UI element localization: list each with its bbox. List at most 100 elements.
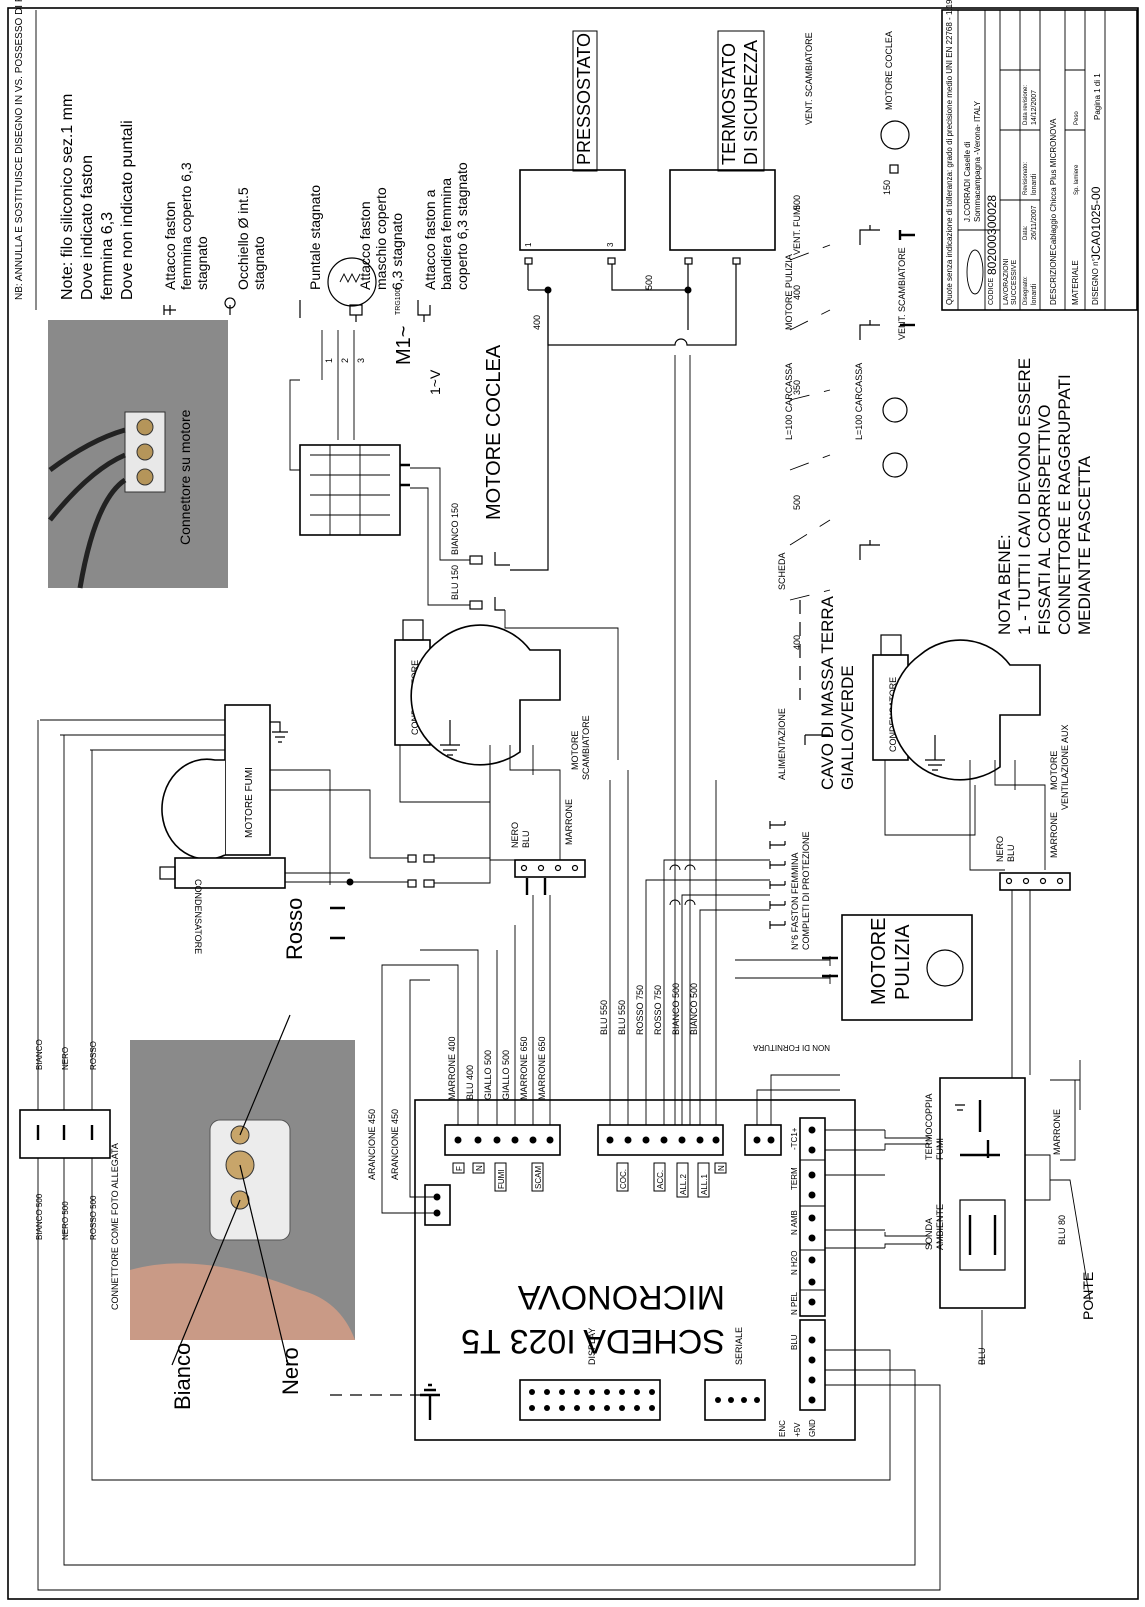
cavo-massa-label: CAVO DI MASSA TERRA GIALLO/VERDE: [818, 595, 857, 790]
motore-fumi-housing: [224, 704, 271, 856]
svg-text:MICRONOVA: MICRONOVA: [518, 1278, 725, 1316]
legend-text: Attacco faston: [162, 201, 178, 290]
legend-text: 6,3 stagnato: [389, 213, 405, 290]
svg-text:Disegnato:: Disegnato:: [1023, 276, 1029, 305]
cable-len: 400: [792, 285, 802, 300]
svg-text:CAVO DI MASSA TERRA: CAVO DI MASSA TERRA: [818, 595, 837, 790]
svg-text:MOTORE: MOTORE: [570, 731, 580, 770]
terminal-label: F: [452, 1162, 465, 1174]
svg-text:26/11/2007: 26/11/2007: [1031, 205, 1038, 240]
svg-text:SONDA: SONDA: [924, 1218, 934, 1250]
terminal-label: BLU: [790, 1334, 799, 1350]
faston-6-group: [769, 821, 786, 929]
svg-text:NOTA BENE:: NOTA BENE:: [995, 534, 1014, 635]
svg-text:LAVORAZIONI: LAVORAZIONI: [1003, 258, 1010, 305]
svg-text:MOTORE FUMI: MOTORE FUMI: [244, 767, 255, 838]
cable-name: VENT. SCAMBIATORE: [897, 247, 907, 340]
svg-text:Nero: Nero: [278, 1347, 303, 1395]
terminal-label: -TC1+: [790, 1127, 799, 1150]
cable-len: 400: [792, 635, 802, 650]
motore-coclea: 1 2 3: [289, 257, 410, 536]
svg-text:SERIALE: SERIALE: [734, 1327, 744, 1365]
motore-scambiatore: [410, 624, 561, 766]
svg-text:SCAM: SCAM: [534, 1166, 543, 1189]
svg-text:FUMI: FUMI: [935, 1138, 945, 1160]
svg-text:14/12/2007: 14/12/2007: [1031, 90, 1038, 125]
svg-text:CONNETTORE COME FOTO ALLEGATA: CONNETTORE COME FOTO ALLEGATA: [110, 1143, 120, 1310]
motore-vent-aux-label: MOTORE VENTILAZIONE AUX: [1049, 724, 1070, 810]
svg-text:NERO: NERO: [61, 1047, 70, 1070]
svg-text:BIANCO: BIANCO: [35, 1039, 44, 1070]
motore-ventilazione-aux: [890, 639, 1041, 781]
title-block: Quote senza indicazione di tolleranza: g…: [941, 0, 1138, 311]
terminal-label: N: [472, 1162, 485, 1174]
svg-text:NERO 500: NERO 500: [61, 1201, 70, 1240]
svg-text:SUCCESSIVE: SUCCESSIVE: [1011, 260, 1018, 305]
svg-text:Sommacampagna -Verona- ITALY: Sommacampagna -Verona- ITALY: [973, 100, 982, 222]
cable-name: MOTORE PULIZIA: [784, 254, 794, 330]
svg-text:MARRONE: MARRONE: [1049, 812, 1059, 858]
motore-fumi-label: MOTORE FUMI: [244, 767, 255, 838]
svg-text:N: N: [475, 1165, 484, 1171]
faston-flag-icon: [417, 300, 431, 322]
termocoppia-relay: [939, 1077, 1026, 1309]
svg-text:ROSSO: ROSSO: [89, 1041, 98, 1070]
wire-label: MARRONE 400: [447, 1036, 457, 1100]
svg-text:VENTILAZIONE AUX: VENTILAZIONE AUX: [1060, 724, 1070, 810]
svg-text:GIALLO/VERDE: GIALLO/VERDE: [838, 665, 857, 790]
legend-text: Attacco faston: [357, 201, 373, 290]
svg-text:AMBIENTE: AMBIENTE: [935, 1204, 945, 1250]
svg-text:MARRONE: MARRONE: [564, 799, 574, 845]
svg-text:SCAMBIATORE: SCAMBIATORE: [581, 715, 591, 780]
svg-text:MOTORE: MOTORE: [1049, 751, 1059, 790]
wire-label: BLU 550: [599, 1000, 609, 1035]
svg-text:J.CORRADI Caselle di: J.CORRADI Caselle di: [963, 141, 972, 222]
ground-icon-fumi: [270, 721, 288, 743]
motore-pulizia: [841, 914, 973, 1021]
svg-text:ALL.1: ALL.1: [700, 1174, 709, 1195]
svg-text:PULIZIA: PULIZIA: [892, 924, 914, 1000]
svg-text:Sp. lamiere: Sp. lamiere: [1074, 164, 1080, 195]
svg-text:NERO: NERO: [995, 836, 1005, 862]
svg-text:ALL.2: ALL.2: [679, 1174, 688, 1195]
board-ground-icon: [420, 1383, 440, 1420]
svg-text:BIANCO 150: BIANCO 150: [450, 503, 460, 555]
svg-text:MATERIALE: MATERIALE: [1071, 260, 1080, 305]
cable-len: 150: [882, 180, 892, 195]
svg-text:DISEGNO n°: DISEGNO n°: [1091, 258, 1100, 305]
svg-text:BLU: BLU: [1006, 844, 1016, 862]
cable-name: VENT. SCAMBIATORE: [804, 32, 814, 125]
svg-text:GND: GND: [808, 1419, 817, 1437]
svg-text:1 - TUTTI I CAVI DEVONO ESSERE: 1 - TUTTI I CAVI DEVONO ESSERE: [1015, 358, 1034, 635]
svg-text:BLU 150: BLU 150: [450, 565, 460, 600]
svg-text:Cablaggio Chicca Plus MICRONOV: Cablaggio Chicca Plus MICRONOVA: [1049, 118, 1058, 250]
svg-text:lonardi: lonardi: [1031, 284, 1038, 305]
faston-female-icon: [769, 821, 786, 829]
motore-pulizia-label: MOTORE PULIZIA: [868, 918, 914, 1005]
terminal-label: COC.: [616, 1162, 629, 1192]
svg-text:BIANCO 500: BIANCO 500: [35, 1193, 44, 1240]
terminal-label: N: [714, 1162, 727, 1174]
svg-text:1~V: 1~V: [427, 369, 443, 395]
nota-bene: NOTA BENE: 1 - TUTTI I CAVI DEVONO ESSER…: [995, 358, 1094, 635]
svg-text:FUMI: FUMI: [497, 1169, 506, 1189]
wire-label: ROSSO 750: [635, 985, 645, 1035]
svg-text:ENC: ENC: [778, 1420, 787, 1437]
faston-female-icon: [769, 921, 786, 929]
term-nero-blu: NERO BLU: [510, 822, 531, 848]
motore-scambiatore-label: MOTORE SCAMBIATORE: [570, 715, 591, 780]
svg-text:BLU: BLU: [521, 830, 531, 848]
svg-text:Dove non indicato puntali: Dove non indicato puntali: [119, 120, 136, 300]
terminal-label: N H2O: [790, 1251, 799, 1275]
svg-text:Peso: Peso: [1074, 111, 1080, 125]
svg-text:CONDENSATORE: CONDENSATORE: [193, 879, 203, 954]
cable-name: ALIMENTAZIONE: [777, 708, 787, 780]
terminal-label: ACC.: [653, 1162, 666, 1192]
svg-text:DESCRIZIONE: DESCRIZIONE: [1049, 250, 1058, 305]
legend-text: Puntale stagnato: [307, 185, 323, 290]
svg-text:Quote senza indicazione di tol: Quote senza indicazione di tolleranza: g…: [945, 0, 954, 305]
svg-text:Data:: Data:: [1023, 225, 1029, 240]
